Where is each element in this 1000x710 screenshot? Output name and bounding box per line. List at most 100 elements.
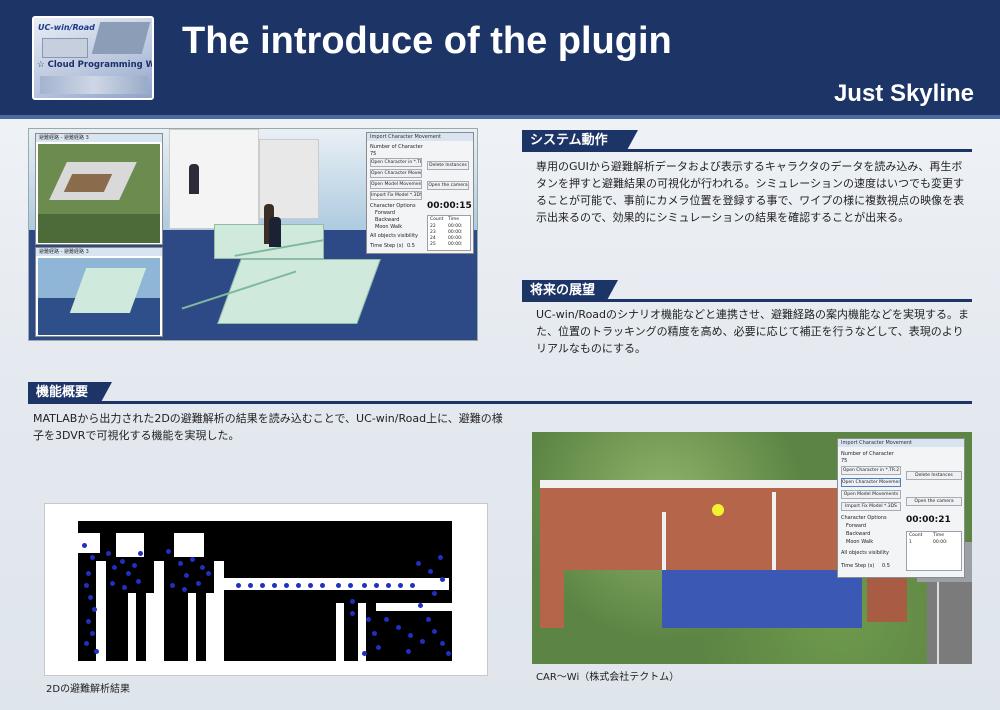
agent-dot	[132, 563, 137, 568]
section-rule	[522, 299, 972, 302]
logo-graphic	[91, 22, 151, 54]
options-label: Character Options	[370, 203, 416, 209]
number-value: 75	[841, 458, 848, 464]
time-step-value[interactable]: 0.5	[407, 243, 415, 249]
time-step-label: Time Step (s)	[370, 243, 404, 249]
future-description: UC-win/Roadのシナリオ機能などと連携させ、避難経路の案内機能などを実現…	[536, 308, 970, 355]
agent-dot	[350, 599, 355, 604]
import-fix-button[interactable]: Import Fix Model *.3DS	[370, 191, 422, 200]
agent-dot	[90, 631, 95, 636]
agent-dot	[248, 583, 253, 588]
dialog-title: Import Character Movement	[838, 439, 964, 447]
agent-dot	[200, 565, 205, 570]
page-title: The introduce of the plugin	[182, 20, 672, 62]
agent-dot	[166, 549, 171, 554]
agent-dot	[432, 629, 437, 634]
agent-dot	[106, 551, 111, 556]
number-value: 75	[370, 151, 377, 157]
open-character-button[interactable]: Open Character in *.TR.2	[841, 466, 901, 475]
section-rule	[522, 149, 972, 152]
floor-plan	[66, 521, 464, 661]
logo-top-text: UC-win/Road	[38, 23, 95, 32]
system-description: 専用のGUIから避難解析データおよび表示するキャラクタのデータを読み込み、再生ボ…	[536, 160, 965, 224]
agent-dot	[398, 583, 403, 588]
agent-dot	[336, 583, 341, 588]
visibility-checkbox[interactable]: All objects visibility	[370, 233, 418, 239]
agent-dot	[384, 617, 389, 622]
agent-dot	[86, 571, 91, 576]
backward-radio[interactable]: Backward	[846, 531, 871, 537]
forward-radio[interactable]: Forward	[375, 210, 396, 216]
open-movements-button[interactable]: Open Character Movements	[370, 169, 422, 178]
wipe-title: 避難経路 - 避難経路 3	[36, 134, 162, 142]
open-model-button[interactable]: Open Model Movements	[370, 180, 422, 189]
agent-dot	[386, 583, 391, 588]
agent-dot	[182, 587, 187, 592]
agent-dot	[372, 631, 377, 636]
moonwalk-radio[interactable]: Moon Walk	[846, 539, 874, 545]
agent-dot	[184, 573, 189, 578]
section-rule	[28, 401, 972, 404]
wipe-view-window[interactable]: 避難経路 - 避難経路 3	[35, 133, 163, 245]
agent-dot	[88, 595, 93, 600]
open-camera-button[interactable]: Open the camera	[906, 497, 962, 506]
agent-dot	[438, 555, 443, 560]
moonwalk-radio[interactable]: Moon Walk	[375, 224, 403, 230]
count-time-table: Count Time 1 00:00:	[906, 531, 962, 571]
agent-dot	[374, 583, 379, 588]
agent-dot	[284, 583, 289, 588]
backward-radio[interactable]: Backward	[375, 217, 400, 223]
playback-timer: 00:00:15	[427, 201, 472, 211]
logo-graphic	[40, 76, 148, 94]
agent-dot	[366, 617, 371, 622]
agent-dot	[90, 555, 95, 560]
time-step-label: Time Step (s)	[841, 563, 875, 569]
agent-dot	[178, 561, 183, 566]
agent-dot	[418, 603, 423, 608]
open-camera-button[interactable]: Open the camera	[427, 181, 469, 190]
wipe-view-window[interactable]: 避難経路 - 避難経路 3	[35, 247, 163, 337]
open-model-button[interactable]: Open Model Movements	[841, 490, 901, 499]
import-character-dialog: Import Character Movement Number of Char…	[837, 438, 965, 578]
agent-dot	[428, 569, 433, 574]
visibility-checkbox[interactable]: All objects visibility	[841, 550, 889, 556]
agent-dot	[406, 649, 411, 654]
caption-2d-result: 2Dの避難解析結果	[46, 684, 131, 695]
forward-radio[interactable]: Forward	[846, 523, 867, 529]
import-fix-button[interactable]: Import Fix Model *.3DS	[841, 502, 901, 511]
agent-dot	[170, 583, 175, 588]
delete-instances-button[interactable]: Delete Instances	[427, 161, 469, 170]
pool	[662, 570, 862, 628]
agent-dot	[396, 625, 401, 630]
logo-name: ☆ Cloud Programming World Cup	[37, 60, 154, 70]
agent-dot	[362, 651, 367, 656]
agent-dot	[122, 585, 127, 590]
agent-dot	[426, 617, 431, 622]
agent-dot	[296, 583, 301, 588]
agent-dot	[206, 571, 211, 576]
agent-dot	[410, 583, 415, 588]
agent-dot	[112, 565, 117, 570]
agent-dot	[82, 543, 87, 548]
page-header: UC-win/Road ☆ Cloud Programming World Cu…	[0, 0, 1000, 115]
agent-dot	[236, 583, 241, 588]
agent-dot	[440, 641, 445, 646]
wipe-title: 避難経路 - 避難経路 3	[36, 248, 162, 256]
dialog-title: Import Character Movement	[367, 133, 473, 141]
section-heading-features: 機能概要	[28, 382, 112, 404]
agent-dot	[120, 559, 125, 564]
page-subtitle: Just Skyline	[833, 80, 974, 107]
open-character-button[interactable]: Open Character in *.TR.2	[370, 158, 422, 167]
open-movements-button[interactable]: Open Character Movements	[841, 478, 901, 487]
number-label: Number of Character	[841, 451, 894, 457]
character	[189, 164, 199, 194]
agent-dot	[94, 649, 99, 654]
number-label: Number of Character	[370, 144, 423, 150]
agent-dot	[86, 619, 91, 624]
time-step-value[interactable]: 0.5	[882, 563, 890, 569]
agent-dot	[420, 639, 425, 644]
agent-dot	[416, 561, 421, 566]
delete-instances-button[interactable]: Delete Instances	[906, 471, 962, 480]
section-heading-system: システム動作	[522, 130, 638, 152]
agent-dot	[92, 607, 97, 612]
